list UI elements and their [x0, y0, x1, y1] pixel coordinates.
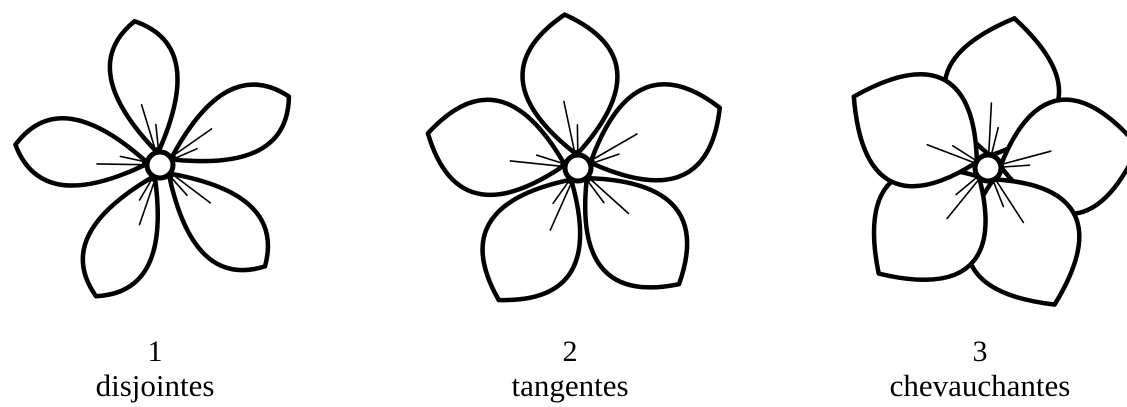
petal [854, 74, 977, 186]
flower-figure-disjointes: 1 disjointes [5, 0, 305, 407]
petal [170, 174, 268, 270]
flower-tangentes-drawing [420, 0, 720, 330]
petal [585, 178, 687, 287]
flower-figure-chevauchantes: 3 chevauchantes [830, 0, 1127, 407]
figure-label: chevauchantes [830, 370, 1127, 401]
figure-number: 2 [420, 337, 720, 367]
flower-center [975, 155, 1001, 181]
petal [15, 118, 144, 185]
petal [110, 21, 178, 150]
figure-label: tangentes [420, 370, 720, 401]
figure-number: 1 [5, 337, 305, 367]
petal [483, 180, 581, 300]
flower-figure-tangentes: 2 tangentes [420, 0, 720, 407]
petal [173, 85, 289, 162]
petal-vein [97, 164, 145, 165]
figure-number: 3 [830, 337, 1127, 367]
flower-center [565, 155, 591, 181]
figure-label: disjointes [5, 370, 305, 401]
flower-chevauchantes-drawing [830, 0, 1127, 330]
flower-center [147, 152, 173, 178]
flower-disjointes-drawing [5, 0, 305, 330]
petal [83, 178, 158, 296]
